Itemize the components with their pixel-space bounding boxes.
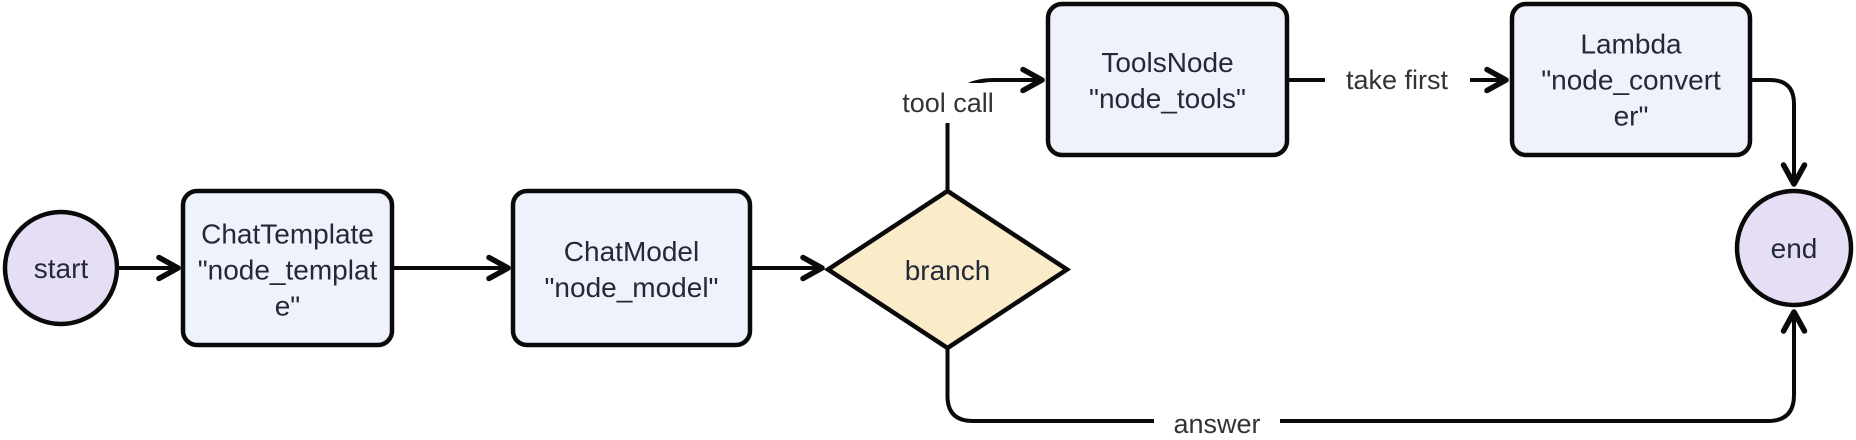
tools-node-box xyxy=(1045,1,1290,158)
edge-lambda-to-end xyxy=(1750,78,1808,187)
chat-template-line-1: ChatTemplate xyxy=(201,219,374,250)
chat-model-line-1: ChatModel xyxy=(564,236,699,267)
node-start: start xyxy=(2,209,120,327)
node-chat-template: ChatTemplate "node_templat e" xyxy=(180,188,395,348)
edge-labels: tool call take first answer xyxy=(890,60,1470,440)
chat-model-box xyxy=(510,188,753,348)
chat-template-line-2: "node_templat xyxy=(198,255,378,286)
chat-template-box xyxy=(180,188,395,348)
start-label: start xyxy=(34,253,89,284)
node-tools: ToolsNode "node_tools" xyxy=(1045,1,1290,158)
branch-label: branch xyxy=(905,255,991,286)
take-first-label-bg xyxy=(1325,60,1470,100)
tools-node-line-1: ToolsNode xyxy=(1101,47,1233,78)
end-label: end xyxy=(1771,233,1818,264)
node-end: end xyxy=(1734,188,1854,308)
tool-call-label: tool call xyxy=(902,88,994,118)
node-lambda: Lambda "node_convert er" xyxy=(1509,1,1753,158)
take-first-label: take first xyxy=(1346,65,1449,95)
start-circle xyxy=(2,209,120,327)
node-chat-model: ChatModel "node_model" xyxy=(510,188,753,348)
answer-label: answer xyxy=(1173,409,1260,439)
chat-model-line-2: "node_model" xyxy=(544,272,718,303)
tool-call-label-bg xyxy=(890,83,1006,123)
branch-diamond xyxy=(823,188,1072,351)
end-circle xyxy=(1734,188,1854,308)
tools-node-line-2: "node_tools" xyxy=(1089,83,1246,114)
answer-label-bg xyxy=(1154,403,1280,440)
node-branch: branch xyxy=(823,188,1072,351)
edge-branch-to-end xyxy=(945,309,1808,423)
lambda-line-1: Lambda xyxy=(1580,29,1682,60)
lambda-line-3: er" xyxy=(1614,101,1649,132)
chat-template-line-3: e" xyxy=(275,291,301,322)
lambda-box xyxy=(1509,1,1753,158)
lambda-line-2: "node_convert xyxy=(1541,65,1721,96)
